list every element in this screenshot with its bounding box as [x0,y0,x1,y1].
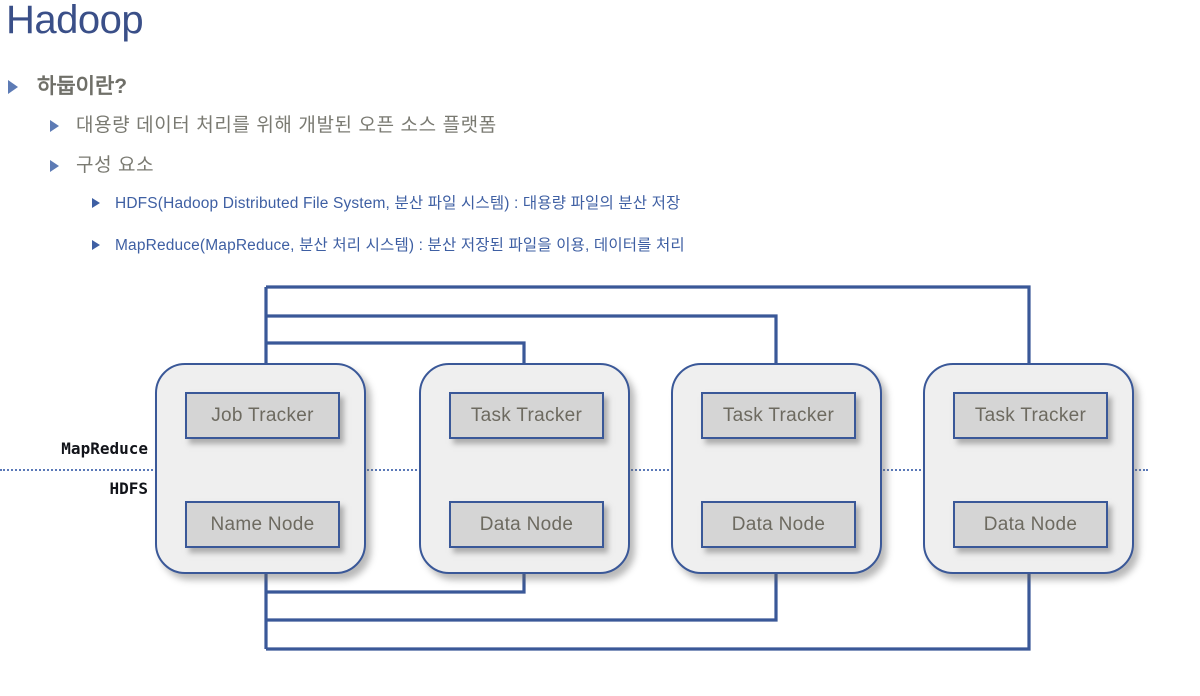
layer-label-hdfs: HDFS [109,479,148,498]
outline-item-label: MapReduce(MapReduce, 분산 처리 시스템) : 분산 저장된… [115,237,685,254]
triangle-right-bullet-icon [92,240,100,250]
data-node-box[interactable]: Data Node [449,501,604,548]
node-cluster-slave-1[interactable]: Task Tracker Data Node [419,363,630,574]
triangle-right-bullet-icon [92,198,100,208]
outline-item-label: 구성 요소 [76,155,155,176]
node-cluster-slave-3[interactable]: Task Tracker Data Node [923,363,1134,574]
node-cluster-slave-2[interactable]: Task Tracker Data Node [671,363,882,574]
outline-item-level2-components: 구성 요소 [50,150,154,177]
outline-item-level3-hdfs: HDFS(Hadoop Distributed File System, 분산 … [92,191,680,213]
page-title: Hadoop [6,0,144,42]
task-tracker-box[interactable]: Task Tracker [449,392,604,439]
name-node-box[interactable]: Name Node [185,501,340,548]
triangle-right-bullet-icon [8,80,18,94]
outline-item-level1: 하둡이란? [8,70,127,100]
node-cluster-master[interactable]: Job Tracker Name Node [155,363,366,574]
outline-item-label: 하둡이란? [37,75,128,98]
outline-item-label: HDFS(Hadoop Distributed File System, 분산 … [115,195,681,212]
task-tracker-box[interactable]: Task Tracker [701,392,856,439]
triangle-right-bullet-icon [50,120,59,132]
outline-item-level3-mapreduce: MapReduce(MapReduce, 분산 처리 시스템) : 분산 저장된… [92,233,685,255]
task-tracker-box[interactable]: Task Tracker [953,392,1108,439]
job-tracker-box[interactable]: Job Tracker [185,392,340,439]
outline-item-level2-platform: 대용량 데이터 처리를 위해 개발된 오픈 소스 플랫폼 [50,110,497,137]
outline-item-label: 대용량 데이터 처리를 위해 개발된 오픈 소스 플랫폼 [76,115,497,136]
layer-label-mapreduce: MapReduce [61,439,148,458]
data-node-box[interactable]: Data Node [701,501,856,548]
data-node-box[interactable]: Data Node [953,501,1108,548]
triangle-right-bullet-icon [50,160,59,172]
